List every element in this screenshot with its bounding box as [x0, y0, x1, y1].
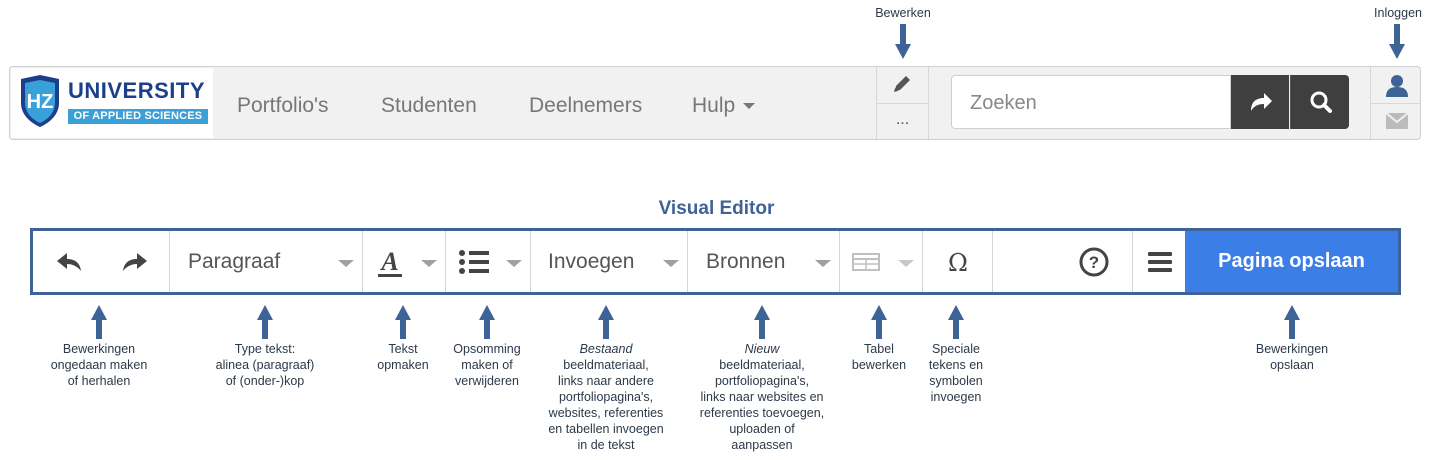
logo-title: UNIVERSITY — [68, 78, 206, 103]
chevron-down-icon — [506, 260, 522, 267]
annotation-insert: Bestaand beeldmateriaal,links naar ander… — [548, 342, 664, 452]
nav-hulp[interactable]: Hulp — [692, 94, 756, 118]
menu-button[interactable] — [1133, 231, 1188, 292]
annotation-type: Type tekst:alinea (paragraaf)of (onder-)… — [215, 342, 315, 388]
logo-subtitle: OF APPLIED SCIENCES — [68, 109, 208, 124]
sources-label: Bronnen — [706, 250, 786, 273]
list-dropdown[interactable] — [446, 231, 531, 292]
search-input[interactable]: Zoeken — [951, 75, 1231, 129]
arrow-down-icon — [895, 24, 911, 59]
undo-icon[interactable] — [55, 251, 83, 273]
undo-redo-group — [33, 231, 170, 292]
nav-portfolios[interactable]: Portfolio's — [237, 94, 329, 117]
arrow-up-icon — [257, 305, 273, 339]
svg-text:Ω: Ω — [948, 249, 968, 275]
search-button[interactable] — [1290, 75, 1349, 129]
text-style-icon: A — [378, 247, 402, 277]
more-button[interactable]: ... — [895, 111, 910, 128]
insert-dropdown[interactable]: Invoegen — [531, 231, 688, 292]
annotation-sources: Nieuw beeldmateriaal,portfoliopagina's,l… — [699, 342, 825, 452]
arrow-down-icon — [1389, 24, 1405, 59]
svg-text:HZ: HZ — [27, 91, 54, 113]
chevron-down-icon — [338, 260, 354, 267]
special-characters-button[interactable]: Ω — [923, 231, 993, 292]
go-button[interactable] — [1231, 75, 1289, 129]
editor-title: Visual Editor — [658, 198, 775, 219]
arrow-up-icon — [871, 305, 887, 339]
annotation-login: Inloggen — [1374, 6, 1422, 20]
menu-icon — [1148, 252, 1172, 272]
user-column — [1370, 67, 1421, 139]
search-icon — [1310, 91, 1332, 113]
chevron-down-icon — [898, 260, 914, 267]
envelope-icon[interactable] — [1385, 112, 1409, 130]
chevron-down-icon — [743, 103, 756, 110]
arrow-up-icon — [754, 305, 770, 339]
visual-editor-toolbar: Paragraaf A Invoegen Bronnen — [30, 228, 1401, 295]
paragraph-label: Paragraaf — [188, 250, 281, 273]
logo[interactable]: HZ UNIVERSITY OF APPLIED SCIENCES — [11, 68, 213, 138]
user-icon[interactable] — [1385, 73, 1409, 97]
paragraph-dropdown[interactable]: Paragraaf — [170, 231, 363, 292]
text-style-dropdown[interactable]: A — [363, 231, 446, 292]
nav-deelnemers[interactable]: Deelnemers — [529, 94, 643, 117]
arrow-up-icon — [91, 305, 107, 339]
chevron-down-icon — [421, 260, 437, 267]
save-page-button[interactable]: Pagina opslaan — [1185, 231, 1398, 292]
logo-shield-icon: HZ — [21, 75, 59, 127]
svg-text:?: ? — [1089, 253, 1099, 272]
list-icon — [459, 250, 489, 274]
edit-column: ... — [876, 67, 929, 139]
omega-icon: Ω — [948, 249, 968, 275]
top-navbar: HZ UNIVERSITY OF APPLIED SCIENCES Portfo… — [9, 66, 1421, 140]
table-dropdown[interactable] — [840, 231, 923, 292]
help-icon[interactable]: ? — [1079, 247, 1109, 277]
arrow-up-icon — [598, 305, 614, 339]
chevron-down-icon — [663, 260, 679, 267]
arrow-up-icon — [479, 305, 495, 339]
arrow-up-icon — [395, 305, 411, 339]
annotation-edit: Bewerken — [875, 6, 931, 20]
insert-label: Invoegen — [548, 250, 635, 273]
chevron-down-icon — [815, 260, 831, 267]
table-icon — [852, 253, 880, 271]
arrow-up-icon — [948, 305, 964, 339]
help-group: ? — [993, 231, 1133, 292]
arrow-up-icon — [1284, 305, 1300, 339]
sources-dropdown[interactable]: Bronnen — [688, 231, 840, 292]
nav-studenten[interactable]: Studenten — [381, 94, 477, 117]
pencil-icon[interactable] — [892, 74, 912, 94]
arrow-go-icon — [1251, 93, 1272, 111]
redo-icon[interactable] — [121, 251, 149, 273]
svg-text:A: A — [379, 247, 398, 276]
nav-hulp-label: Hulp — [692, 94, 736, 117]
